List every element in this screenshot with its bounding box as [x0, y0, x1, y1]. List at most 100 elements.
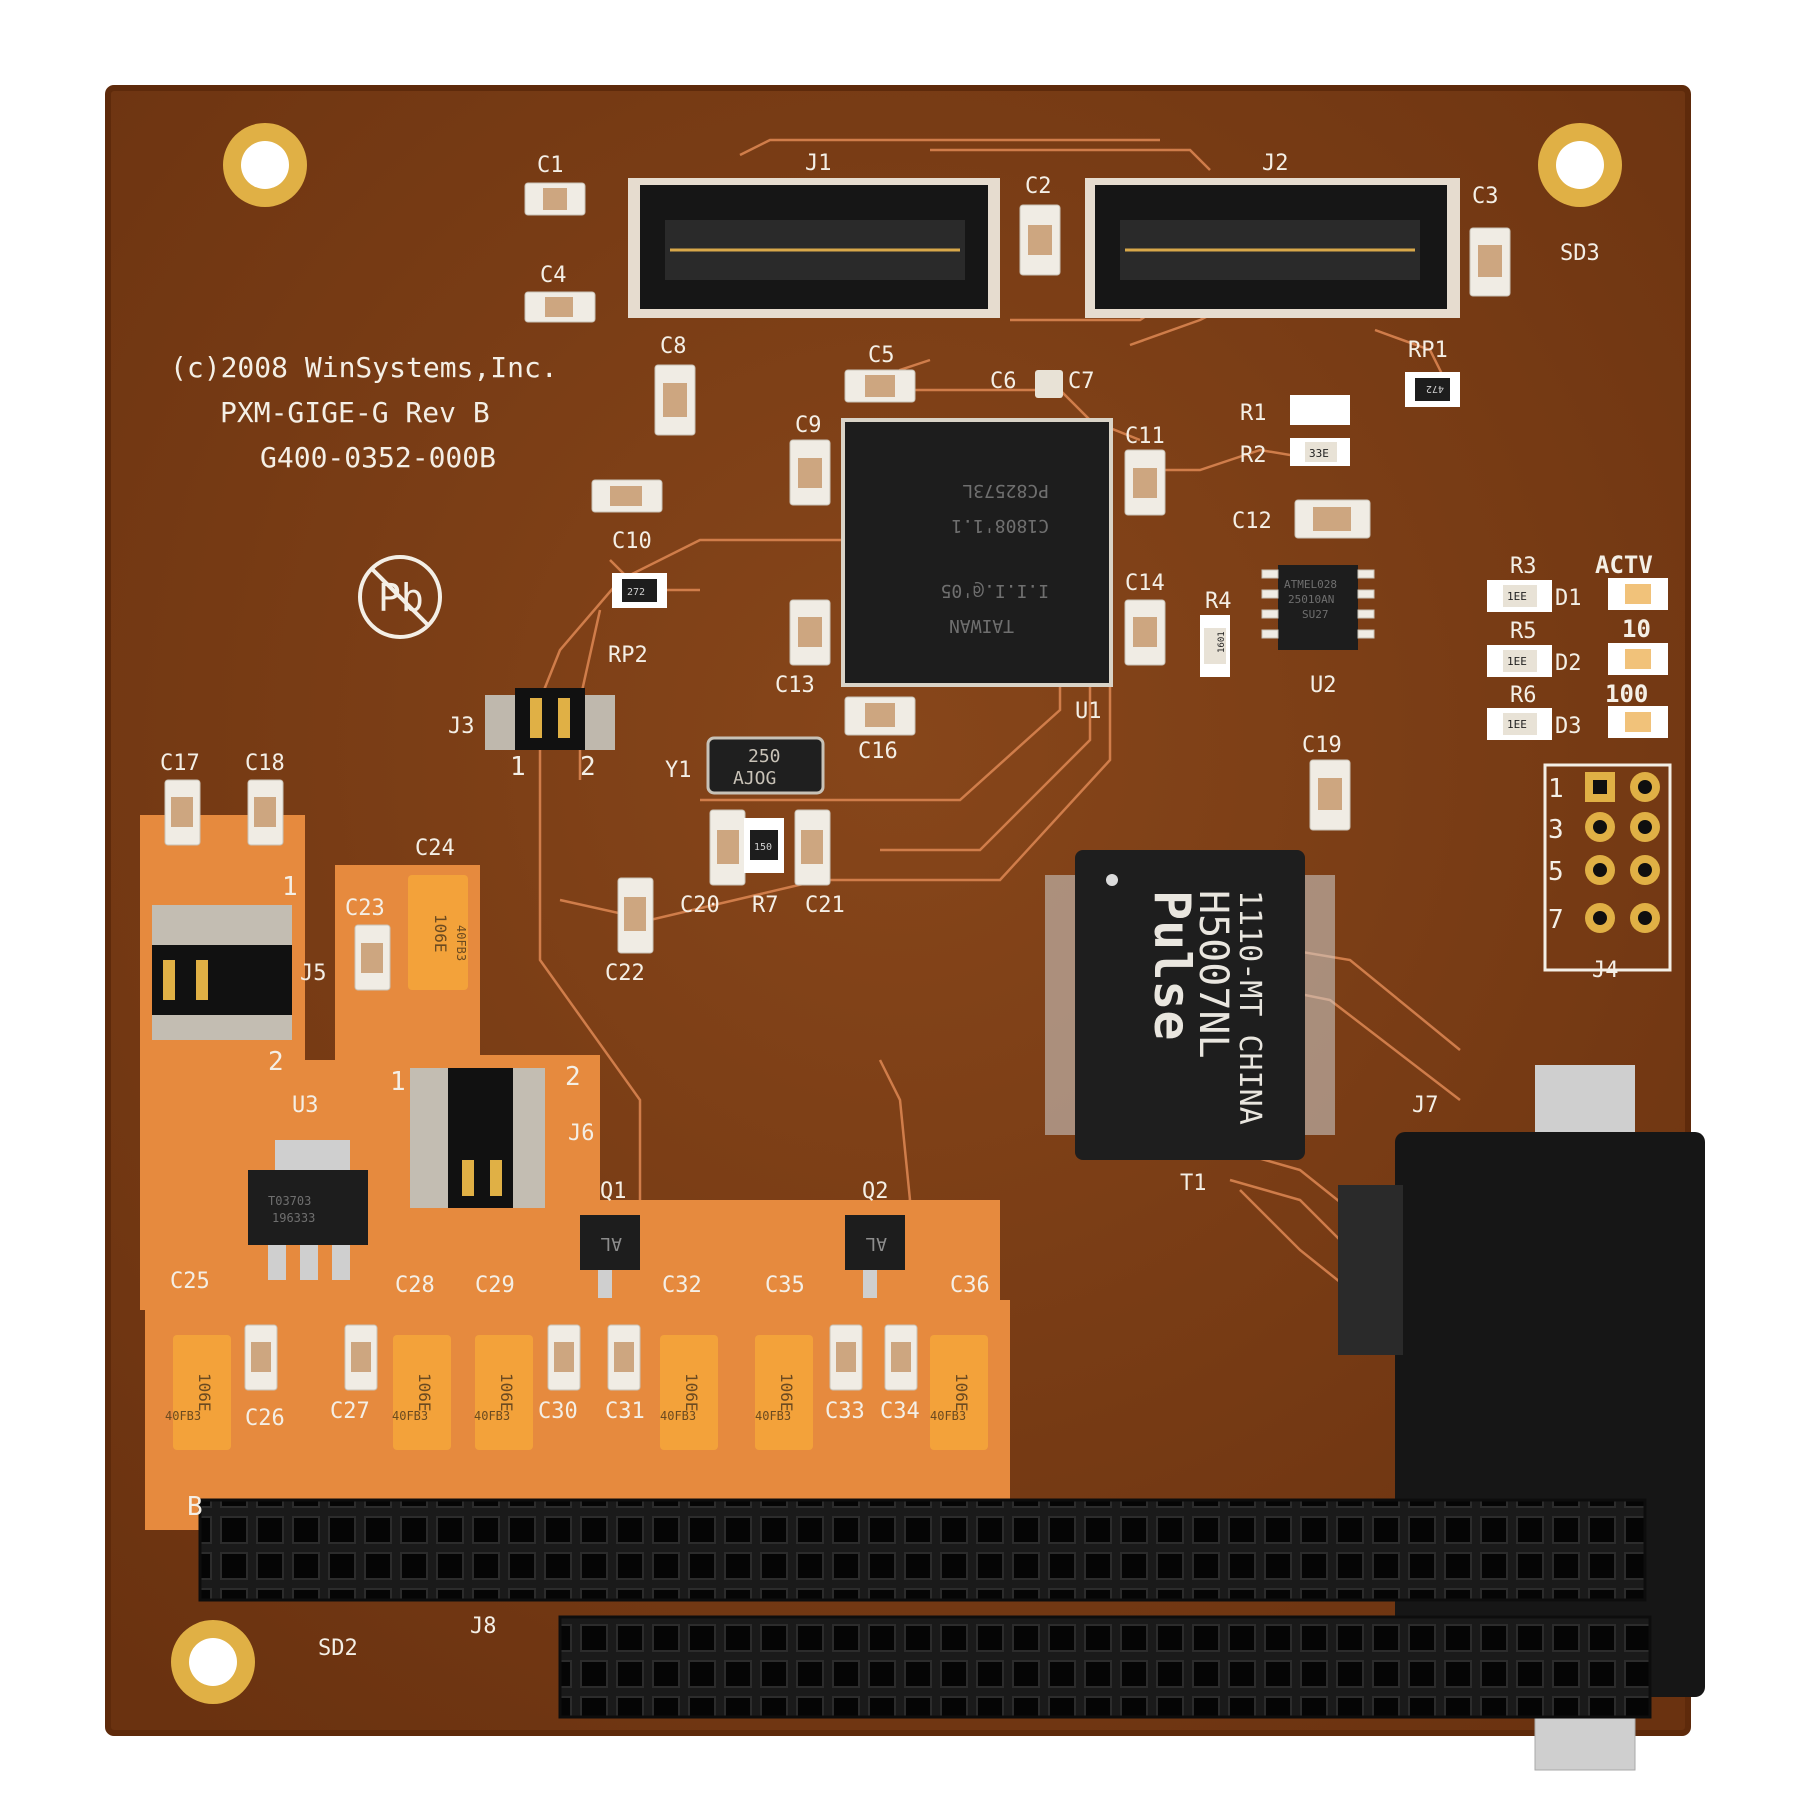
tantalum-c32-value: 106E	[682, 1373, 701, 1412]
u1-markings: TAIWAN I.I.I.@'05 C1808'1.1 PC82573L	[941, 480, 1049, 636]
r2-mark: 33E	[1309, 447, 1329, 460]
label-c8: C8	[660, 334, 687, 359]
label-d1: D1	[1555, 586, 1582, 611]
label-c18: C18	[245, 751, 285, 776]
tantalum-c35	[755, 1335, 813, 1450]
header-j8-bottom	[558, 1615, 1652, 1719]
label-c12: C12	[1232, 509, 1272, 534]
u3-mark-line-2: 196333	[272, 1211, 315, 1225]
pin-j3-1: 1	[510, 752, 526, 782]
header-j4	[1543, 763, 1672, 972]
label-q1: Q1	[600, 1179, 627, 1204]
label-d3: D3	[1555, 714, 1582, 739]
label-r5: R5	[1510, 619, 1537, 644]
q-markings: AL AL	[600, 1233, 887, 1254]
transistor-q1	[580, 1215, 640, 1298]
label-t1: T1	[1180, 1171, 1207, 1196]
tantalum-markings: 106E 106E 106E 106E 106E 106E 106E	[195, 914, 971, 1412]
copyright-text: (c)2008 WinSystems,Inc.	[170, 351, 558, 384]
u2-mark-line-1: ATMEL028	[1284, 578, 1337, 591]
t1-origin: 1110-MT CHINA	[1232, 890, 1267, 1125]
r4-mark: 1601	[1217, 631, 1227, 653]
u1-mark-line-4: PC82573L	[962, 480, 1049, 501]
tantalum-c28	[393, 1335, 451, 1450]
label-r2: R2	[1240, 443, 1267, 468]
label-led-100: 100	[1605, 680, 1648, 708]
r5-mark: 1EE	[1507, 655, 1527, 668]
tantalum-c36-value: 106E	[952, 1373, 971, 1412]
pin-j6-1: 1	[390, 1067, 406, 1097]
y1-mark-line-1: 250	[748, 746, 781, 767]
u3-mark-line-1: T03703	[268, 1194, 311, 1208]
label-c32: C32	[662, 1273, 702, 1298]
tantalum-c25-lot: 40FB3	[165, 1409, 201, 1423]
u1-mark-line-3: C1808'1.1	[951, 515, 1049, 536]
chip-u1	[841, 418, 1113, 687]
lead-free-logo	[358, 555, 442, 639]
regulator-u3	[248, 1140, 368, 1280]
label-j4: J4	[1592, 958, 1619, 983]
model-text: PXM-GIGE-G Rev B	[220, 396, 490, 429]
pin-j4-3: 3	[1548, 815, 1564, 845]
label-c10: C10	[612, 529, 652, 554]
label-c24: C24	[415, 836, 455, 861]
label-c6: C6	[990, 369, 1017, 394]
u1-mark-line-2: I.I.I.@'05	[941, 580, 1049, 601]
label-c13: C13	[775, 673, 815, 698]
ceramic-capacitors	[164, 182, 1511, 1391]
tantalum-c24	[408, 875, 468, 990]
pin-j4-7: 7	[1548, 905, 1564, 935]
label-c36: C36	[950, 1273, 990, 1298]
u2-mark-line-2: 25010AN	[1288, 593, 1334, 606]
label-j2: J2	[1262, 151, 1289, 176]
y1-markings: 250 AJOG	[733, 746, 781, 789]
tantalum-c32-lot: 40FB3	[660, 1409, 696, 1423]
pin-j6-2: 2	[565, 1062, 581, 1092]
label-j5: J5	[300, 961, 327, 986]
tantalum-c24-lot: 40FB3	[454, 925, 468, 961]
tantalum-c36-lot: 40FB3	[930, 1409, 966, 1423]
label-c35: C35	[765, 1273, 805, 1298]
label-u1: U1	[1075, 699, 1102, 724]
label-r7: R7	[752, 893, 779, 918]
label-rp1: RP1	[1408, 338, 1448, 363]
t1-brand: Pulse	[1143, 890, 1201, 1041]
label-c11: C11	[1125, 424, 1165, 449]
r3-mark: 1EE	[1507, 590, 1527, 603]
label-c3: C3	[1472, 184, 1499, 209]
label-c28: C28	[395, 1273, 435, 1298]
connector-j2	[1085, 178, 1460, 318]
chip-u2	[1261, 565, 1375, 650]
label-c4: C4	[540, 263, 567, 288]
label-rp2: RP2	[608, 643, 648, 668]
label-c17: C17	[160, 751, 200, 776]
label-c2: C2	[1025, 174, 1052, 199]
label-c20: C20	[680, 893, 720, 918]
label-led-10: 10	[1622, 615, 1651, 643]
label-c5: C5	[868, 343, 895, 368]
label-r4: R4	[1205, 589, 1232, 614]
u3-markings: T03703 196333	[268, 1194, 315, 1225]
label-c29: C29	[475, 1273, 515, 1298]
label-c9: C9	[795, 413, 822, 438]
label-j3: J3	[448, 714, 475, 739]
tantalum-c25-value: 106E	[195, 1373, 214, 1412]
label-r3: R3	[1510, 554, 1537, 579]
label-led-actv: ACTV	[1595, 551, 1653, 579]
y1-mark-line-2: AJOG	[733, 768, 776, 789]
label-c34: C34	[880, 1399, 920, 1424]
tantalum-lot-markings: 40FB3 40FB3 40FB3 40FB3 40FB3 40FB3 40FB…	[165, 925, 966, 1423]
pin-j4-5: 5	[1548, 857, 1564, 887]
label-q2: Q2	[862, 1179, 889, 1204]
label-j7: J7	[1412, 1093, 1439, 1118]
header-j8-top	[198, 1498, 1647, 1602]
label-c25: C25	[170, 1269, 210, 1294]
tantalum-c25	[173, 1335, 231, 1450]
label-c30: C30	[538, 1399, 578, 1424]
u2-markings: ATMEL028 25010AN SU27	[1284, 578, 1337, 621]
label-c7: C7	[1068, 369, 1095, 394]
label-j8: J8	[470, 1614, 497, 1639]
transistor-q2	[845, 1215, 905, 1298]
